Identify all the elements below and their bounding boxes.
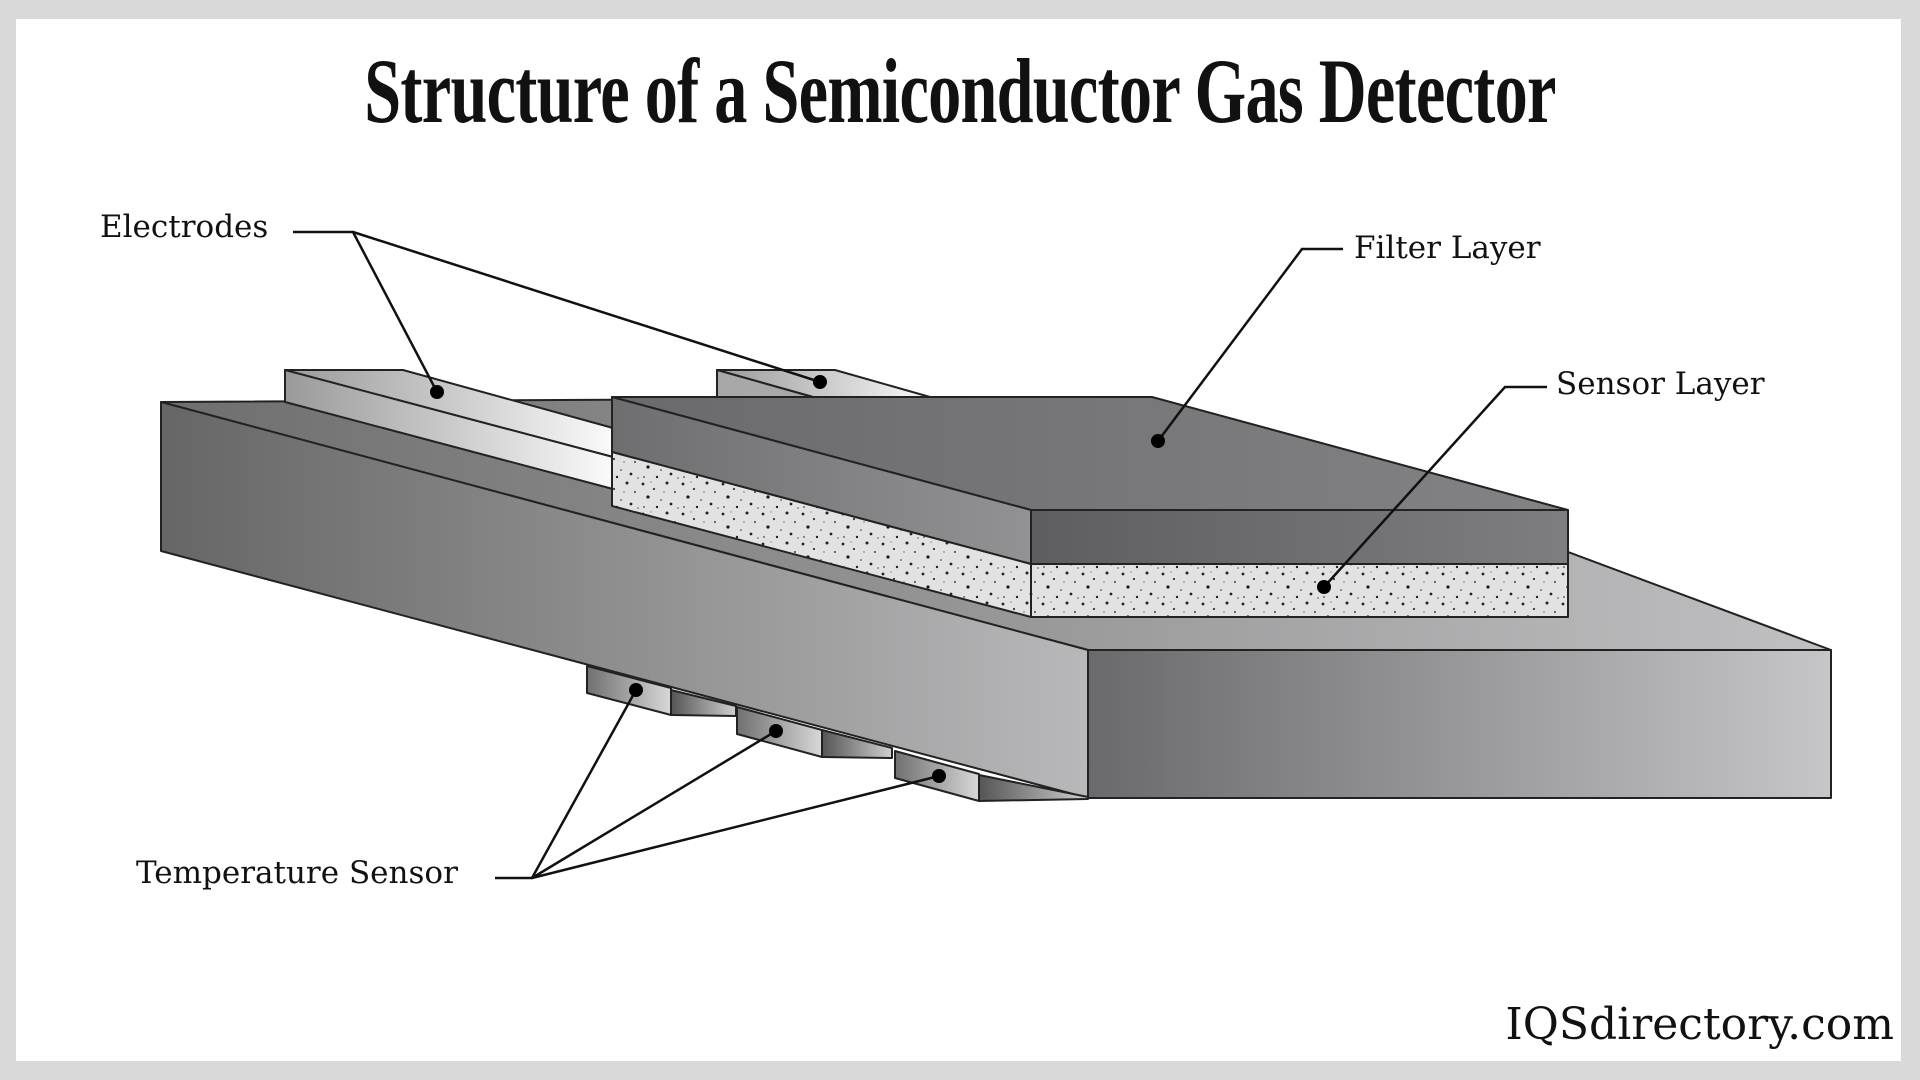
brand-watermark: IQSdirectory.com bbox=[1505, 999, 1894, 1050]
filter-layer-marker bbox=[1151, 434, 1165, 448]
filter-layer-front bbox=[1030, 509, 1569, 565]
label-temperature-sensor: Temperature Sensor bbox=[136, 855, 458, 891]
electrode-1-marker bbox=[430, 385, 444, 399]
temp-leader-3 bbox=[531, 774, 940, 880]
temp-leader-2 bbox=[531, 729, 777, 880]
electrodes-leader-2 bbox=[352, 230, 821, 384]
diagram-title: Structure of a Semiconductor Gas Detecto… bbox=[364, 40, 1556, 142]
temp-sensor-2-marker bbox=[769, 724, 783, 738]
sensor-layer-front bbox=[1030, 563, 1569, 618]
sensor-layer-marker bbox=[1317, 580, 1331, 594]
substrate-end-face bbox=[1087, 649, 1832, 799]
temp-sensor-1-marker bbox=[629, 683, 643, 697]
temp-sensor-3-marker bbox=[932, 769, 946, 783]
leader-lines bbox=[293, 230, 1547, 880]
label-electrodes: Electrodes bbox=[100, 209, 269, 245]
temp-leader-1 bbox=[495, 689, 638, 880]
sensor-leader bbox=[1323, 385, 1547, 588]
label-sensor-layer: Sensor Layer bbox=[1556, 366, 1765, 402]
electrodes-leader-1 bbox=[293, 230, 439, 393]
electrode-2-marker bbox=[813, 375, 827, 389]
label-filter-layer: Filter Layer bbox=[1354, 230, 1541, 266]
filter-leader bbox=[1157, 247, 1343, 442]
